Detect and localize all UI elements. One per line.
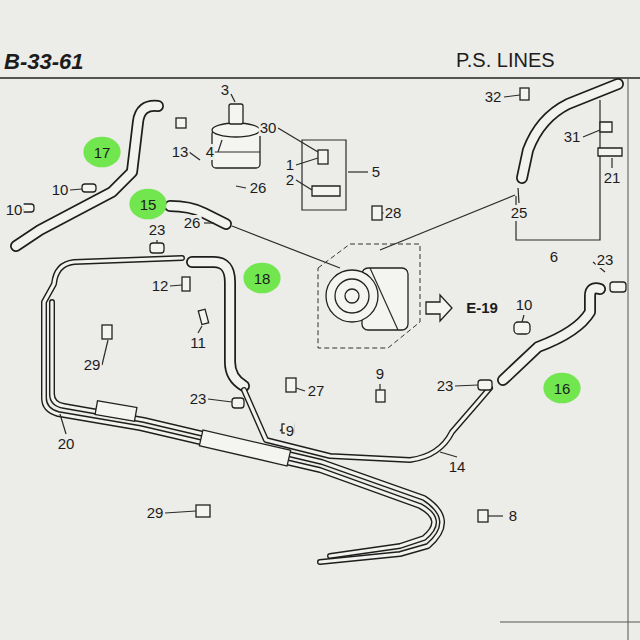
callout-number: 1 (285, 157, 295, 173)
callout-number: 10 (515, 297, 534, 313)
callout-number: 23 (436, 378, 455, 394)
callout-number: 9 (285, 423, 295, 439)
callout-number: 27 (307, 383, 326, 399)
callout-number: 18 (254, 270, 271, 287)
callout-number: 23 (596, 252, 615, 268)
callout-number: 16 (554, 380, 571, 397)
callout-number: 6 (549, 249, 559, 265)
callout-number: 25 (510, 205, 529, 221)
callout-number: 21 (603, 170, 622, 186)
callout-number: 20 (57, 436, 76, 452)
highlight-callout: 16 (543, 372, 581, 404)
callout-number: 3 (220, 82, 230, 98)
highlight-callout: 17 (83, 136, 121, 168)
callout-number: 2 (285, 172, 295, 188)
callout-number: 23 (148, 222, 167, 238)
callout-number: 17 (94, 144, 111, 161)
callout-number: 5 (371, 164, 381, 180)
callout-number: 28 (384, 205, 403, 221)
callout-number: 10 (5, 202, 24, 218)
callout-number: 9 (375, 366, 385, 382)
callout-number: 8 (508, 508, 518, 524)
callout-number: 31 (563, 129, 582, 145)
callout-number: 32 (484, 89, 503, 105)
callout-number: 26 (249, 180, 268, 196)
callout-number: 30 (259, 120, 278, 136)
callout-number: 13 (171, 144, 190, 160)
callout-number: 12 (151, 278, 170, 294)
callout-number: 26 (183, 215, 202, 231)
callout-number: 10 (51, 182, 70, 198)
callout-number: 29 (83, 357, 102, 373)
highlight-callout: 18 (243, 262, 281, 294)
callout-number: 29 (146, 505, 165, 521)
callout-number: 23 (189, 391, 208, 407)
callout-number: 14 (448, 459, 467, 475)
callout-number: 4 (205, 144, 215, 160)
callout-number: 11 (189, 335, 207, 351)
highlight-callout: 15 (129, 188, 167, 220)
page-code: B-33-61 (4, 50, 83, 74)
page-reference: E-19 (465, 300, 499, 316)
callout-number: 15 (140, 196, 157, 213)
section-heading: P.S. LINES (455, 52, 556, 68)
